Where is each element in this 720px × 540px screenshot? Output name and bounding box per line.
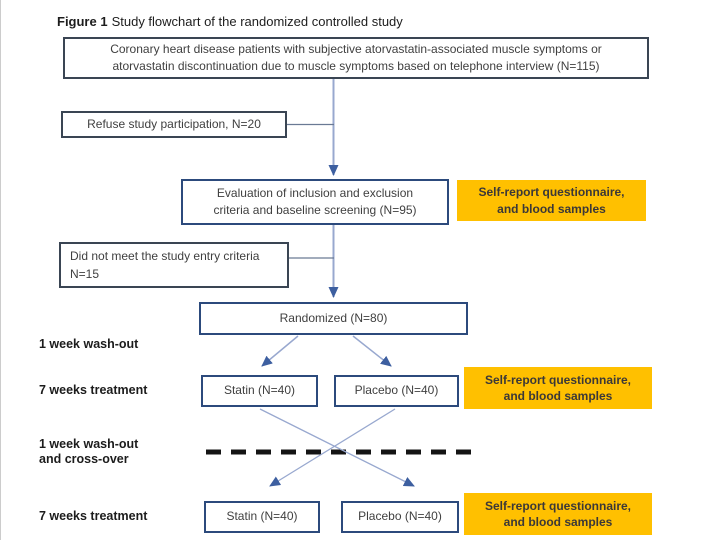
population-box: Coronary heart disease patients with sub… xyxy=(63,37,649,79)
placebo-box-2: Placebo (N=40) xyxy=(341,501,459,533)
phase-label-treatment-1: 7 weeks treatment xyxy=(39,383,148,397)
not-meet-box: Did not meet the study entry criteria N=… xyxy=(59,242,289,288)
placebo-box-1-text: Placebo (N=40) xyxy=(354,383,439,398)
arrow-randomized-to-placebo1 xyxy=(352,335,392,367)
evaluation-box-text: Evaluation of inclusion and exclusion cr… xyxy=(213,185,417,217)
statin-box-1: Statin (N=40) xyxy=(201,375,318,407)
evaluation-box: Evaluation of inclusion and exclusion cr… xyxy=(181,179,449,225)
phase-label-washout-1: 1 week wash-out xyxy=(39,337,139,351)
placebo-box-2-text: Placebo (N=40) xyxy=(358,509,442,524)
self-report-box-2: Self-report questionnaire, and blood sam… xyxy=(464,367,652,409)
population-box-text: Coronary heart disease patients with sub… xyxy=(110,41,602,73)
self-report-box-1-text: Self-report questionnaire, and blood sam… xyxy=(478,185,625,216)
refuse-box-text: Refuse study participation, N=20 xyxy=(87,116,261,131)
statin-box-2: Statin (N=40) xyxy=(204,501,320,533)
placebo-box-1: Placebo (N=40) xyxy=(334,375,459,407)
statin-box-2-text: Statin (N=40) xyxy=(226,509,298,524)
arrow-statin1-to-placebo2 xyxy=(259,408,415,487)
phase-label-washout-crossover: 1 week wash-out and cross-over xyxy=(39,437,139,466)
not-meet-box-text: Did not meet the study entry criteria N=… xyxy=(70,249,260,281)
phase-label-treatment-2: 7 weeks treatment xyxy=(39,509,148,523)
self-report-box-3: Self-report questionnaire, and blood sam… xyxy=(464,493,652,535)
arrow-randomized-to-statin1 xyxy=(261,335,299,367)
randomized-box: Randomized (N=80) xyxy=(199,302,468,335)
refuse-box: Refuse study participation, N=20 xyxy=(61,111,287,138)
arrow-placebo1-to-statin2 xyxy=(269,408,396,487)
statin-box-1-text: Statin (N=40) xyxy=(223,383,296,398)
randomized-box-text: Randomized (N=80) xyxy=(279,310,388,325)
figure-title-text: Study flowchart of the randomized contro… xyxy=(111,14,403,29)
self-report-box-1: Self-report questionnaire, and blood sam… xyxy=(457,180,646,221)
figure-title-label: Figure 1 xyxy=(57,14,108,29)
self-report-box-3-text: Self-report questionnaire, and blood sam… xyxy=(484,498,632,529)
self-report-box-2-text: Self-report questionnaire, and blood sam… xyxy=(484,372,632,403)
